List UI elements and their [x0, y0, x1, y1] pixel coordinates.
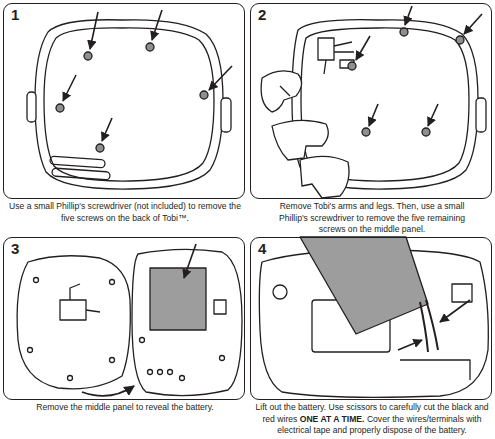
pointer-arrow — [102, 118, 112, 141]
tobi-body — [158, 370, 163, 375]
tobi-back — [27, 20, 231, 189]
screw — [84, 52, 92, 60]
pointer-arrow — [369, 104, 378, 126]
tobi-back — [44, 28, 214, 181]
removed-panel — [34, 278, 39, 283]
screw — [362, 128, 370, 136]
step-caption: Remove Tobi's arms and legs. Then, use a… — [269, 201, 475, 236]
screw — [348, 28, 464, 136]
arm-leg-piece — [261, 71, 349, 198]
caption-run: Remove the middle panel to reveal the ba… — [36, 402, 214, 412]
pointer-arrow — [184, 244, 196, 278]
screw — [400, 28, 408, 36]
removed-panel — [60, 300, 86, 320]
wire — [420, 302, 428, 352]
pointer-arrow — [209, 66, 232, 90]
step-number: 4 — [258, 241, 266, 256]
middle-panel — [476, 98, 486, 132]
battery — [300, 237, 428, 334]
pointer-arrow — [356, 6, 482, 126]
arm-leg-piece — [300, 156, 349, 198]
removed-panel — [110, 358, 115, 363]
pointer-arrow — [405, 6, 412, 25]
tobi-body — [180, 376, 185, 381]
battery — [300, 237, 428, 334]
pointer-arrow — [63, 10, 232, 141]
step-caption: Use a small Phillip's screwdriver (not i… — [9, 201, 241, 224]
tobi-back — [221, 98, 231, 132]
motion-arrow — [82, 386, 134, 396]
screw — [56, 104, 64, 112]
pointer-arrow — [398, 300, 470, 350]
step-panel: 3Remove the middle panel to reveal the b… — [3, 237, 245, 400]
caption-run: Use a small Phillip's screwdriver (not i… — [9, 201, 241, 223]
caption-run: Remove Tobi's arms and legs. Then, use a… — [279, 201, 465, 234]
removed-panel — [17, 256, 130, 389]
step-panel: 4Lift out the battery. Use scissors to c… — [250, 237, 492, 400]
tobi-body — [168, 370, 173, 375]
screw — [200, 91, 208, 99]
tobi-body — [148, 370, 153, 375]
removed-panel — [17, 256, 130, 389]
step-number: 3 — [11, 241, 19, 256]
tobi-body — [220, 356, 225, 361]
wire — [420, 300, 438, 352]
arm-leg-piece — [280, 86, 290, 96]
step-panel: 2Remove Tobi's arms and legs. Then, use … — [250, 3, 492, 199]
screw — [422, 128, 430, 136]
tobi-back — [50, 156, 105, 168]
tobi-body — [214, 300, 226, 314]
screw — [348, 62, 356, 70]
step-number: 1 — [11, 7, 19, 22]
pointer-arrow — [428, 104, 438, 126]
step-number: 2 — [258, 7, 266, 22]
screw — [456, 36, 464, 44]
pointer-arrow — [356, 36, 370, 60]
removed-panel — [28, 348, 33, 353]
removed-panel — [68, 376, 73, 381]
removed-panel — [110, 280, 115, 285]
wire — [426, 300, 438, 350]
pointer-arrow — [184, 244, 196, 278]
motion-arrow — [82, 386, 134, 396]
removed-panel — [70, 284, 100, 312]
tobi-body — [273, 285, 287, 299]
tobi-body — [150, 268, 206, 330]
pointer-arrow — [464, 14, 482, 34]
component — [318, 38, 334, 60]
step-panel: 1Use a small Phillip's screwdriver (not … — [3, 3, 245, 199]
tobi-body — [400, 360, 470, 380]
step-caption: Remove the middle panel to reveal the ba… — [9, 402, 241, 414]
screw — [146, 43, 154, 51]
emphasis: ONE AT A TIME. — [300, 414, 365, 424]
screw — [56, 43, 208, 152]
screw — [96, 144, 104, 152]
pointer-arrow — [90, 12, 98, 49]
pointer-arrow — [398, 340, 422, 350]
arm-leg-piece — [272, 120, 328, 160]
step-caption: Lift out the battery. Use scissors to ca… — [250, 402, 494, 437]
pointer-arrow — [63, 75, 76, 101]
arm-leg-piece — [261, 71, 301, 112]
tobi-back — [27, 92, 36, 122]
tobi-body — [140, 338, 145, 343]
tobi-back — [52, 168, 110, 180]
pointer-arrow — [440, 300, 470, 322]
pointer-arrow — [152, 10, 162, 40]
tobi-back — [35, 20, 223, 189]
tobi-body — [452, 284, 472, 302]
